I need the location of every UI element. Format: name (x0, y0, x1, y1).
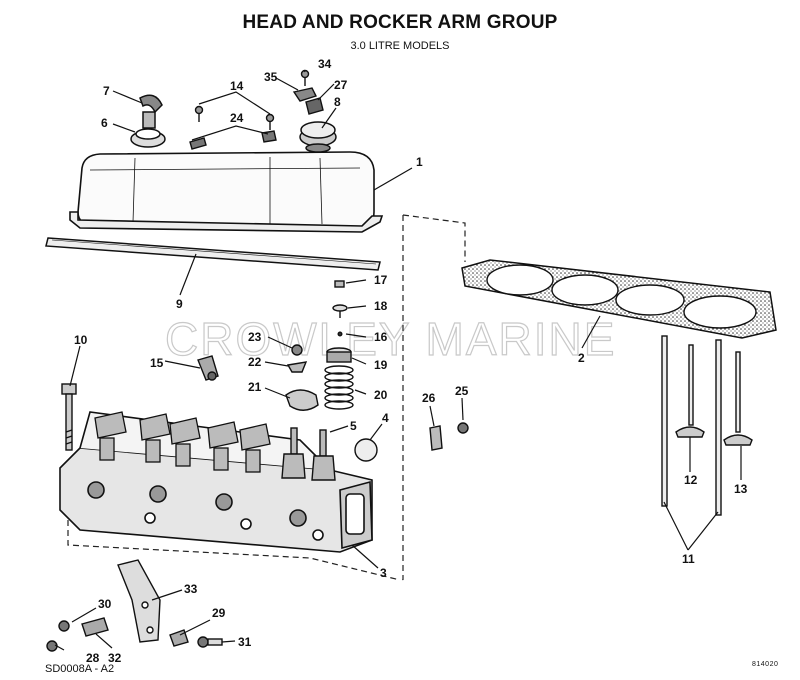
callout-16: 16 (374, 330, 388, 344)
callout-labels: 1 2 3 4 5 6 7 8 9 10 11 12 13 14 15 16 1… (74, 57, 748, 665)
callout-24: 24 (230, 111, 244, 125)
callout-11: 11 (682, 552, 695, 566)
oil-filler-cap (299, 121, 337, 153)
studs-and-plug (281, 427, 378, 481)
watermark-text: CROWLEY MARINE (165, 313, 616, 365)
callout-15: 15 (150, 356, 164, 370)
callout-13: 13 (734, 482, 748, 496)
callout-26: 26 (422, 391, 436, 405)
temperature-sender (197, 355, 219, 381)
valve-spring-components (285, 280, 354, 411)
callout-35: 35 (264, 70, 278, 84)
callout-6: 6 (101, 116, 108, 130)
callout-20: 20 (374, 388, 388, 402)
pushrods-and-valves (661, 335, 753, 516)
grommet-and-elbow (130, 94, 166, 148)
callout-4: 4 (382, 411, 389, 425)
rocker-cover-gasket (45, 237, 381, 271)
callout-28: 28 (86, 651, 100, 665)
callout-23: 23 (248, 330, 262, 344)
callout-3: 3 (380, 566, 387, 580)
callout-33: 33 (184, 582, 198, 596)
callout-18: 18 (374, 299, 388, 313)
diagram-title: HEAD AND ROCKER ARM GROUP (242, 12, 558, 33)
callout-22: 22 (248, 355, 262, 369)
callout-5: 5 (350, 419, 357, 433)
callout-17: 17 (374, 273, 388, 287)
callout-1: 1 (416, 155, 423, 169)
callout-31: 31 (238, 635, 252, 649)
callout-19: 19 (374, 358, 388, 372)
callout-leader-lines (54, 69, 742, 651)
callout-2: 2 (578, 351, 585, 365)
callout-27: 27 (334, 78, 348, 92)
rocker-arm-set (94, 411, 271, 473)
small-brackets (429, 422, 469, 451)
callout-9: 9 (176, 297, 183, 311)
callout-8: 8 (334, 95, 341, 109)
callout-10: 10 (74, 333, 88, 347)
reference-number: 814020 (752, 661, 779, 668)
callout-32: 32 (108, 651, 122, 665)
callout-21: 21 (248, 380, 262, 394)
head-gasket (461, 259, 777, 339)
drawing-code: SD0008A - A2 (45, 663, 115, 675)
callout-12: 12 (684, 473, 698, 487)
callout-7: 7 (103, 84, 110, 98)
lifting-bracket-hardware (46, 559, 223, 652)
callout-30: 30 (98, 597, 112, 611)
head-bolt (61, 383, 77, 451)
callout-29: 29 (212, 606, 226, 620)
diagram-subtitle: 3.0 LITRE MODELS (350, 40, 450, 52)
callout-34: 34 (318, 57, 332, 71)
callout-14: 14 (230, 79, 244, 93)
valve-cover (69, 151, 384, 233)
callout-25: 25 (455, 384, 469, 398)
